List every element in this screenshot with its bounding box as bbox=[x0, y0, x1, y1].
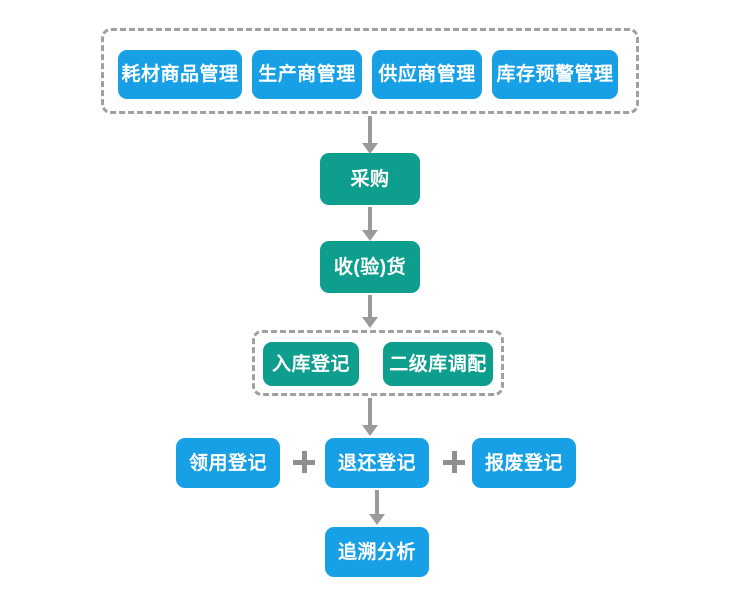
arrow-head bbox=[362, 143, 378, 154]
node-consumable-goods[interactable]: 耗材商品管理 bbox=[118, 50, 242, 99]
arrow-head bbox=[362, 317, 378, 328]
arrow-head bbox=[362, 425, 378, 436]
arrow-shaft bbox=[375, 490, 379, 514]
node-stock-alert[interactable]: 库存预警管理 bbox=[492, 50, 618, 99]
node-supplier[interactable]: 供应商管理 bbox=[372, 50, 482, 99]
node-return-register[interactable]: 退还登记 bbox=[325, 438, 429, 488]
arrow-purchase-to-receiving bbox=[360, 207, 380, 241]
arrow-shaft bbox=[368, 207, 372, 230]
arrow-basic-to-purchase bbox=[360, 116, 380, 154]
plus-separator-1 bbox=[293, 451, 315, 473]
node-sub-warehouse[interactable]: 二级库调配 bbox=[383, 342, 493, 386]
arrow-warehouse-to-return bbox=[360, 398, 380, 436]
group-frame-warehouse bbox=[252, 330, 504, 396]
plus-separator-2 bbox=[443, 451, 465, 473]
arrow-head bbox=[369, 514, 385, 525]
arrow-shaft bbox=[368, 116, 372, 143]
node-traceability[interactable]: 追溯分析 bbox=[325, 527, 429, 577]
arrow-receiving-to-warehouse bbox=[360, 295, 380, 328]
arrow-shaft bbox=[368, 398, 372, 425]
node-requisition-register[interactable]: 领用登记 bbox=[176, 438, 280, 488]
node-receiving[interactable]: 收(验)货 bbox=[320, 241, 420, 293]
node-scrap-register[interactable]: 报废登记 bbox=[472, 438, 576, 488]
arrow-return-to-trace bbox=[367, 490, 387, 525]
node-purchase[interactable]: 采购 bbox=[320, 153, 420, 205]
group-frame-basic-data bbox=[101, 28, 639, 114]
arrow-shaft bbox=[368, 295, 372, 317]
node-manufacturer[interactable]: 生产商管理 bbox=[252, 50, 362, 99]
node-inbound-register[interactable]: 入库登记 bbox=[263, 342, 359, 386]
arrow-head bbox=[362, 230, 378, 241]
